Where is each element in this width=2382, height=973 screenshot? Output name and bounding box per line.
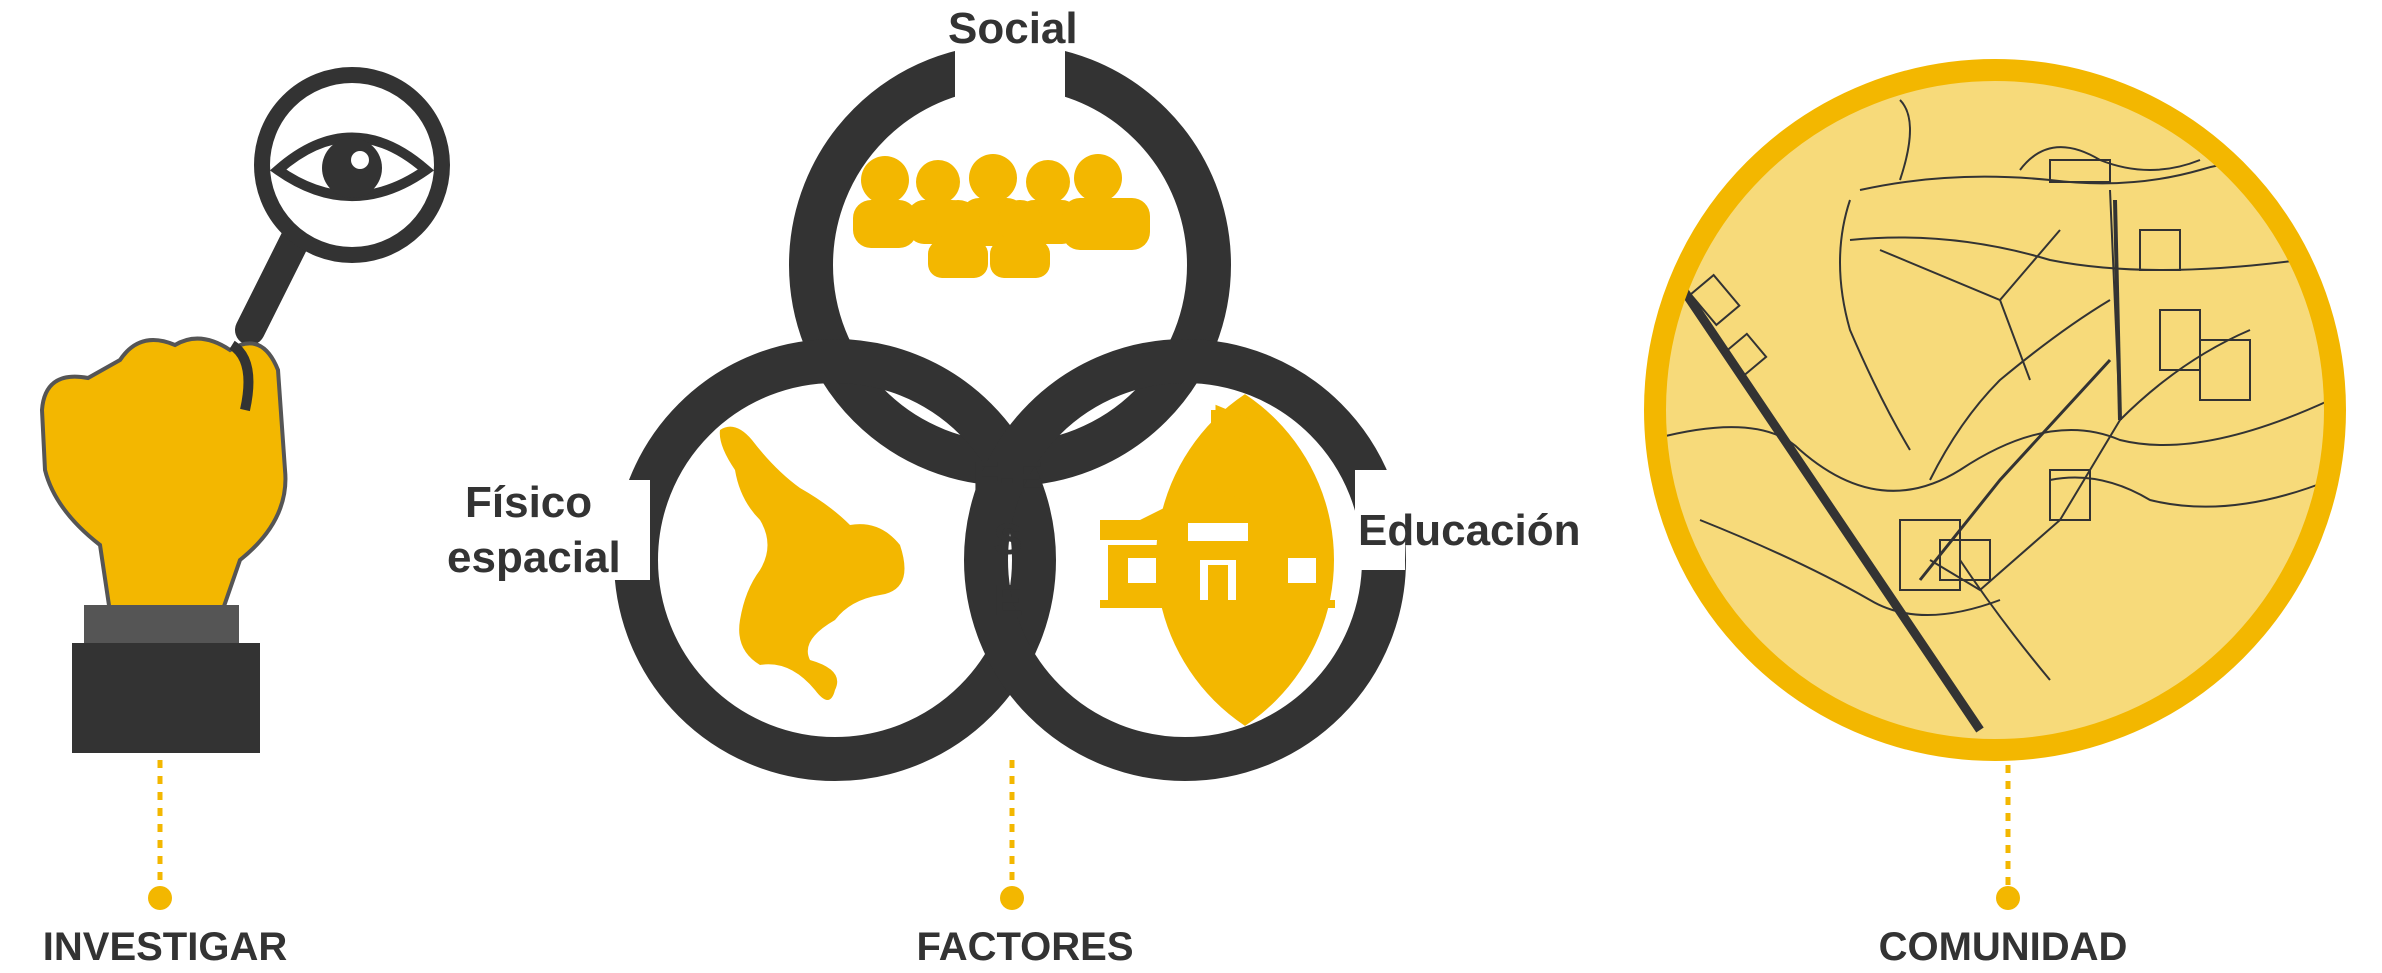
venn-center-line-3: E [993, 576, 1023, 625]
map-disc [1655, 70, 2335, 750]
magnifier-handle [235, 215, 315, 345]
gap-social [955, 40, 1065, 100]
eye-icon [269, 132, 435, 201]
gap-fisico [600, 480, 650, 580]
gap-educacion [1355, 470, 1405, 570]
wrist-band [84, 605, 239, 645]
map-roads [1655, 99, 2331, 733]
venn-label-fisico: Físico [465, 478, 593, 527]
community-map-icon [1644, 59, 2346, 761]
people-group-icon [853, 154, 1150, 278]
sleeve [72, 643, 260, 753]
map-ring [1644, 59, 2346, 761]
connector-comunidad [1996, 765, 2020, 910]
connector-investigar [148, 760, 172, 910]
venn-intersection [1156, 361, 1334, 759]
caption-comunidad: COMUNIDAD [1878, 925, 2128, 969]
caption-factores: FACTORES [916, 925, 1134, 969]
venn-diagram [600, 40, 1406, 781]
venn-center-line-1: F-E [972, 453, 1044, 502]
magnifier-eye-hand-icon [39, 67, 450, 753]
caption-investigar: INVESTIGAR [42, 925, 288, 969]
venn-label-social: Social [948, 4, 1078, 53]
connector-factores [1000, 760, 1024, 910]
venn-center-line-2: S [993, 515, 1023, 564]
venn-label-espacial: espacial [447, 533, 621, 582]
hand-fist [39, 336, 288, 614]
school-icon [1100, 404, 1335, 608]
venn-label-educacion: Educación [1358, 506, 1581, 555]
territory-shape-icon [719, 426, 905, 700]
